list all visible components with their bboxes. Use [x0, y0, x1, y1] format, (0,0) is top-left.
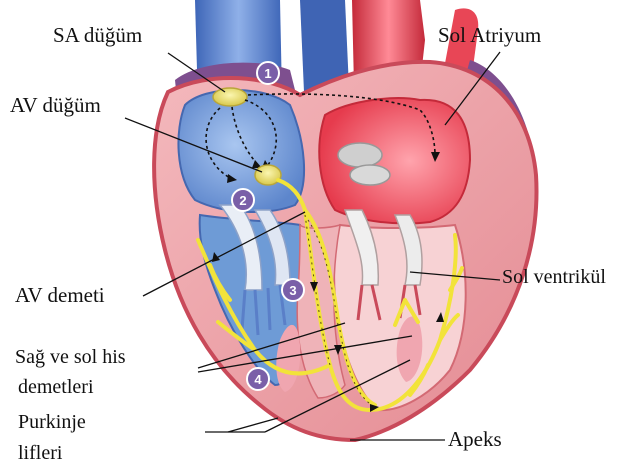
step-badge-2: 2 [232, 189, 254, 211]
label-purkinje-line2: lifleri [18, 443, 62, 463]
av-node [255, 165, 281, 185]
svg-text:1: 1 [264, 66, 271, 81]
step-badge-3: 3 [282, 279, 304, 301]
label-bundle-branches-line1: Sağ ve sol his [15, 347, 126, 367]
label-av-node: AV düğüm [10, 95, 101, 116]
step-badge-1: 1 [257, 62, 279, 84]
svg-text:4: 4 [254, 372, 262, 387]
step-badge-4: 4 [247, 368, 269, 390]
label-sa-node: SA düğüm [53, 25, 142, 46]
label-av-bundle: AV demeti [15, 285, 105, 306]
label-left-atrium: Sol Atriyum [438, 25, 541, 46]
label-bundle-branches-line2: demetleri [18, 377, 94, 397]
sa-node [213, 88, 247, 106]
svg-text:3: 3 [289, 283, 296, 298]
label-purkinje-line1: Purkinje [18, 412, 86, 432]
label-left-ventricle: Sol ventrikül [502, 267, 606, 287]
label-apex: Apeks [448, 429, 502, 450]
svg-text:2: 2 [239, 193, 246, 208]
